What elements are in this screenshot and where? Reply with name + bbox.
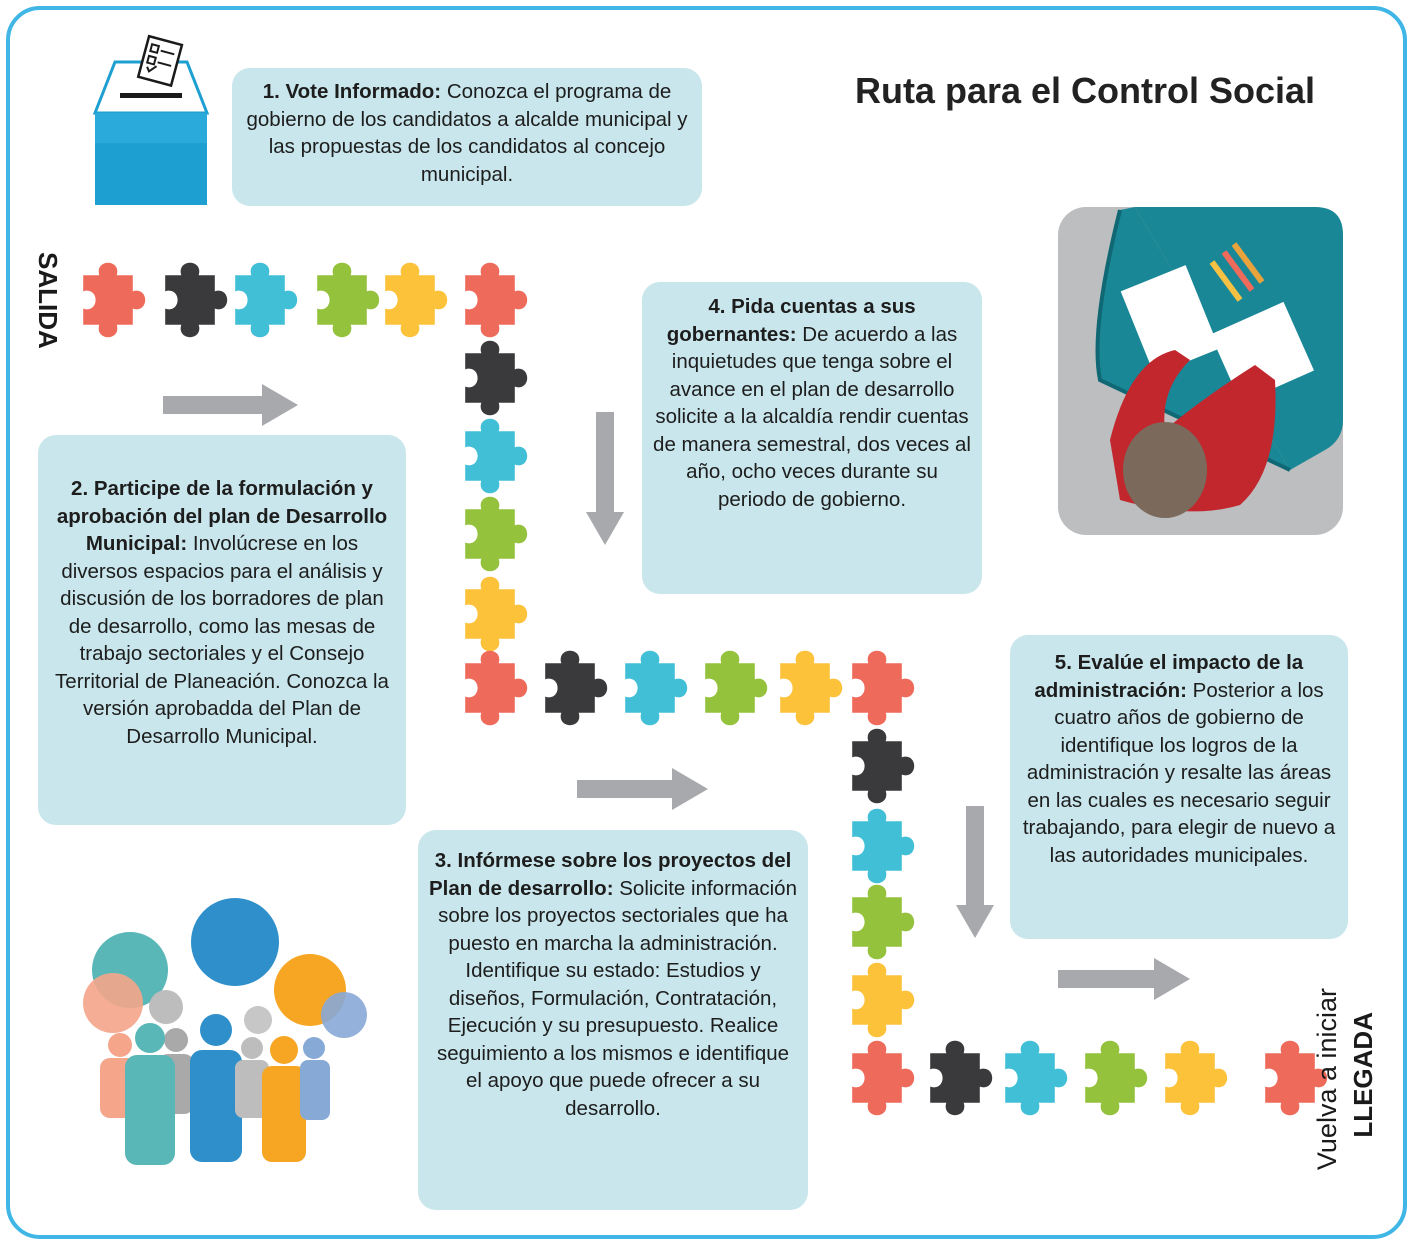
puzzle-piece-icon bbox=[705, 650, 768, 726]
step-5-heading: 5. Evalúe el impacto de la administració… bbox=[1034, 651, 1304, 702]
puzzle-piece-icon bbox=[1165, 1040, 1228, 1116]
puzzle-piece-icon bbox=[465, 262, 528, 338]
puzzle-piece-icon bbox=[235, 262, 298, 338]
step-1-heading: 1. Vote Informado: bbox=[262, 80, 442, 103]
puzzle-piece-icon bbox=[317, 262, 380, 338]
step-1-body: Conozca el programa de gobierno de los c… bbox=[246, 80, 688, 186]
arrow-down-icon bbox=[586, 412, 624, 545]
puzzle-piece-icon bbox=[1085, 1040, 1148, 1116]
ballot-box-icon bbox=[92, 34, 210, 205]
puzzle-piece-icon bbox=[780, 650, 843, 726]
step-3-body: Solicite información sobre los proyectos… bbox=[436, 876, 797, 1120]
puzzle-piece-icon bbox=[852, 962, 915, 1038]
step-2-body: Involúcrese en los diversos espacios par… bbox=[55, 532, 389, 748]
step-2-box: 2. Participe de la formulación y aprobac… bbox=[38, 435, 406, 825]
puzzle-piece-icon bbox=[465, 496, 528, 572]
end-label: LLEGADA bbox=[1348, 1012, 1378, 1138]
step-2-heading: 2. Participe de la formulación y aprobac… bbox=[56, 477, 388, 555]
step-5-box: 5. Evalúe el impacto de la administració… bbox=[1010, 635, 1348, 939]
puzzle-piece-icon bbox=[83, 262, 146, 338]
step-3-heading: 3. Infórmese sobre los proyectos del Pla… bbox=[428, 849, 792, 900]
arrow-right-icon bbox=[577, 768, 708, 810]
puzzle-piece-icon bbox=[465, 650, 528, 726]
puzzle-piece-icon bbox=[930, 1040, 993, 1116]
person-at-desk-icon bbox=[1058, 207, 1343, 535]
puzzle-piece-icon bbox=[852, 1040, 915, 1116]
start-label: SALIDA bbox=[33, 252, 63, 349]
step-5-body: Posterior a los cuatro años de gobierno … bbox=[1022, 678, 1336, 867]
puzzle-piece-icon bbox=[465, 576, 528, 652]
puzzle-piece-icon bbox=[465, 340, 528, 416]
puzzle-piece-icon bbox=[852, 808, 915, 884]
arrow-right-icon bbox=[1058, 958, 1190, 1000]
puzzle-piece-icon bbox=[625, 650, 688, 726]
puzzle-piece-icon bbox=[465, 418, 528, 494]
step-4-heading: 4. Pida cuentas a sus gobernantes: bbox=[666, 295, 916, 346]
puzzle-piece-icon bbox=[385, 262, 448, 338]
puzzle-piece-icon bbox=[545, 650, 608, 726]
puzzle-piece-icon bbox=[1005, 1040, 1068, 1116]
step-1-box: 1. Vote Informado: Conozca el programa d… bbox=[232, 68, 702, 206]
people-speech-bubbles-icon bbox=[83, 898, 367, 1165]
page-title: Ruta para el Control Social bbox=[854, 70, 1316, 111]
puzzle-piece-icon bbox=[852, 884, 915, 960]
step-3-box: 3. Infórmese sobre los proyectos del Pla… bbox=[418, 830, 808, 1210]
puzzle-piece-icon bbox=[852, 650, 915, 726]
step-4-box: 4. Pida cuentas a sus gobernantes: De ac… bbox=[642, 282, 982, 594]
arrow-down-icon bbox=[956, 806, 994, 938]
page-frame bbox=[6, 6, 1407, 1239]
puzzle-piece-icon bbox=[852, 728, 915, 804]
puzzle-piece-icon bbox=[165, 262, 228, 338]
restart-label: Vuelva a iniciar bbox=[1312, 988, 1342, 1171]
arrow-right-icon bbox=[163, 384, 298, 426]
step-4-body: De acuerdo a las inquietudes que tenga s… bbox=[653, 322, 971, 511]
